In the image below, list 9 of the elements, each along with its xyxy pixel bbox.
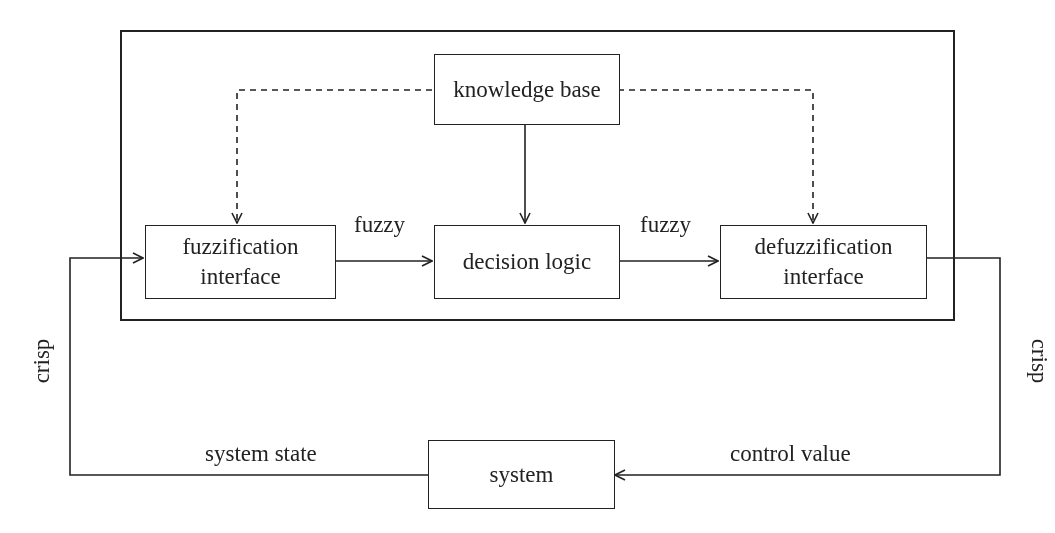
arrow	[231, 89, 433, 224]
arrow	[69, 252, 429, 476]
process-box: defuzzification interface	[720, 225, 927, 299]
arrow	[614, 257, 1001, 481]
process-box: decision logic	[434, 225, 620, 299]
process-box: fuzzification interface	[145, 225, 336, 299]
process-box: system	[428, 440, 615, 509]
container-box	[120, 30, 955, 321]
process-box: knowledge base	[434, 54, 620, 125]
